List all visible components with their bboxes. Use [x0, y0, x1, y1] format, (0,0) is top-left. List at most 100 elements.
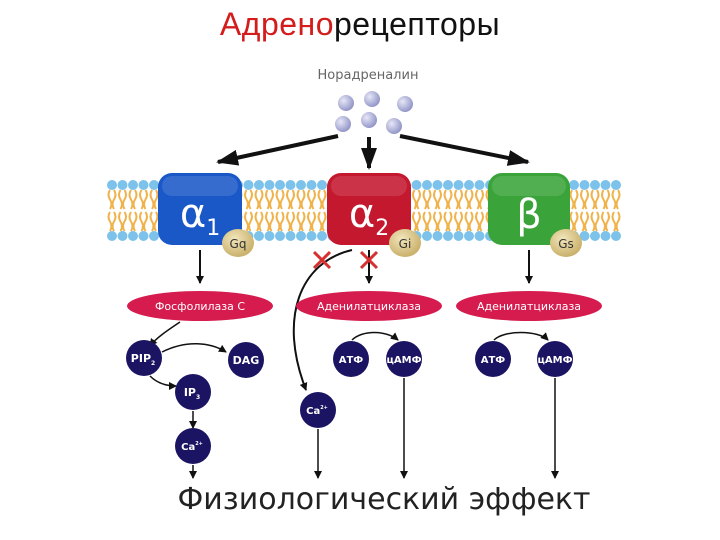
lipid-head [590, 180, 600, 190]
lipid-head [600, 180, 611, 190]
lipid-tail [107, 189, 117, 210]
lipid-tail [601, 189, 610, 210]
lipid-head [117, 231, 128, 241]
lipid-head [600, 231, 611, 241]
lipid-tail [254, 211, 264, 232]
lipid-tail [265, 211, 274, 232]
lipid-tail [118, 189, 127, 210]
arrow-alpha2-to-calcium [292, 249, 353, 391]
block-x-icon [359, 250, 379, 270]
gi-protein [389, 229, 421, 257]
lipid-head [306, 231, 317, 241]
lipid-tail [286, 211, 295, 232]
lipid-tail [296, 211, 306, 232]
lipid-tail [601, 211, 610, 232]
lipid-tail [580, 189, 589, 210]
lipid-tail [569, 211, 579, 232]
lipid-head [264, 180, 275, 190]
lipid-head [432, 231, 443, 241]
receptor-alpha1-symbol: α1 [180, 191, 220, 241]
ligand-arrows [216, 134, 530, 170]
lipid-head [117, 180, 128, 190]
lipid-tail [590, 189, 600, 210]
receptor-alpha2-body [327, 173, 411, 245]
lipid-head [306, 180, 317, 190]
enzyme-ellipse [296, 291, 442, 321]
ligand-label: Норадреналин [318, 68, 419, 83]
lipid-tail [265, 189, 274, 210]
lipid-tail [412, 189, 421, 210]
enzyme-ac-alpha2: Аденилатциклаза [296, 291, 442, 321]
enzyme-ellipse [456, 291, 602, 321]
signal-arrows [196, 249, 533, 391]
lipid-tail [464, 189, 474, 210]
receptor-alpha2: α2 Gi [327, 173, 421, 257]
receptor-highlight [492, 176, 566, 196]
gi-protein-label: Gi [399, 237, 412, 251]
lipid-tail [475, 189, 484, 210]
lipid-head [254, 180, 264, 190]
lipid-head [453, 231, 464, 241]
lipid-head [254, 231, 264, 241]
lipid-head [569, 180, 579, 190]
receptor-beta-symbol: β [516, 192, 542, 238]
receptor-alpha1: α1 Gq [158, 173, 254, 257]
lipid-head [243, 180, 254, 190]
lipid-tail [128, 211, 138, 232]
camp-node [537, 341, 573, 377]
dag-label: DAG [233, 354, 260, 367]
lipid-head [590, 231, 600, 241]
arrow-atf-to-camp [493, 331, 549, 341]
calcium-node [175, 428, 211, 464]
lipid-tail [244, 189, 253, 210]
pip2-node [126, 340, 162, 376]
arrow-plc-to-pip2 [149, 321, 181, 347]
receptor-beta-body [488, 173, 570, 245]
atf-node [475, 341, 511, 377]
lipid-tail [580, 211, 589, 232]
lipid-tail [454, 189, 463, 210]
lipid-head [432, 180, 443, 190]
lipid-head [264, 231, 275, 241]
lipid-head [411, 180, 422, 190]
enzyme-plc: Фосфолилаза С [127, 291, 273, 321]
receptor-highlight [331, 176, 407, 196]
physiological-effect-label: Физиологический эффект [177, 482, 590, 517]
lipid-tail [422, 189, 432, 210]
lipid-tail [317, 211, 327, 232]
calcium-label: Ca2+ [306, 405, 328, 417]
lipid-tail [128, 189, 138, 210]
arrow-to-alpha1 [216, 134, 339, 166]
lipid-head [453, 180, 464, 190]
lipid-tail [275, 189, 285, 210]
lipid-head [611, 231, 621, 241]
ligand-molecule [335, 116, 351, 132]
lipid-tail [149, 211, 159, 232]
lipid-head [275, 180, 285, 190]
enzyme-ellipse [127, 291, 273, 321]
lipid-tail [149, 189, 159, 210]
receptor-highlight [162, 176, 238, 196]
atf-label: АТФ [339, 355, 364, 366]
lipid-head [149, 180, 159, 190]
lipid-tail [611, 211, 621, 232]
alpha2-cascade: Ca2+ АТФ цАМФ [300, 331, 422, 479]
lipid-tail [475, 211, 484, 232]
lipid-head [443, 231, 453, 241]
lipid-tail [443, 211, 453, 232]
lipid-tail [317, 189, 327, 210]
lipid-head [275, 231, 285, 241]
ligand-molecule [364, 91, 380, 107]
lipid-head [128, 231, 138, 241]
lipid-tail [433, 211, 442, 232]
lipid-tail [139, 211, 148, 232]
lipid-head [474, 180, 485, 190]
lipid-head [149, 231, 159, 241]
lipid-tail [590, 211, 600, 232]
pip2-label: PIP2 [131, 352, 155, 367]
camp-label: цАМФ [386, 355, 421, 366]
lipid-head [422, 180, 432, 190]
enzyme-label: Фосфолилаза С [155, 300, 245, 313]
lipid-tail [254, 189, 264, 210]
